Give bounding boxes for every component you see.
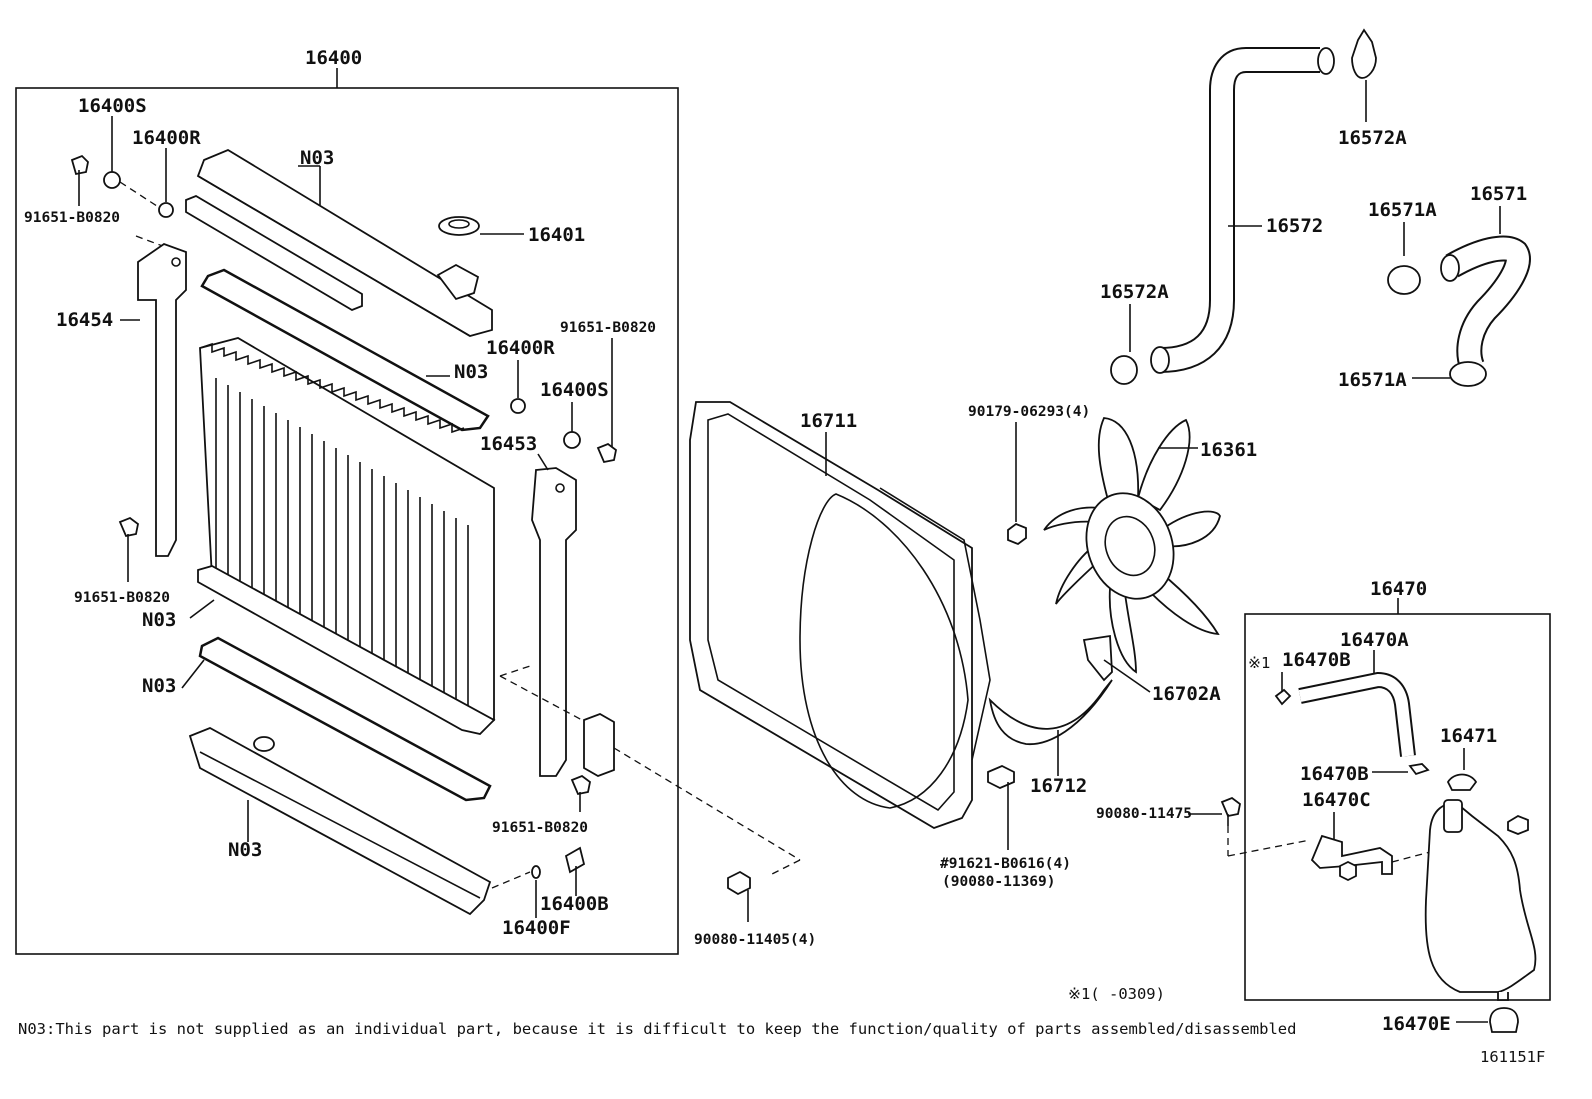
label-16400s-a: 16400S [78, 95, 147, 117]
label-90080-11405: 90080-11405(4) [694, 932, 816, 948]
label-91651-a: 91651-B0820 [24, 210, 120, 226]
cooling-fan-16361 [1043, 417, 1221, 674]
footnote-range: ※1( -0309) [1068, 985, 1165, 1003]
label-n03-gasket-upper: N03 [454, 361, 488, 383]
label-16361: 16361 [1200, 439, 1257, 461]
lower-shroud-16712 [988, 634, 1113, 745]
label-91651-d: 91651-B0820 [492, 820, 588, 836]
label-16571a-top: 16571A [1368, 199, 1437, 221]
label-16712: 16712 [1030, 775, 1087, 797]
label-16572a-bottom: 16572A [1100, 281, 1169, 303]
n03-note: N03:This part is not supplied as an indi… [18, 1020, 1296, 1038]
label-91651-b: 91651-B0820 [74, 590, 170, 606]
figure-id: 161151F [1480, 1048, 1545, 1066]
gasket-upper [200, 268, 490, 432]
cap-16470e [1489, 1007, 1519, 1033]
bolt-91651-b [118, 516, 139, 538]
bushing-16400s-a [103, 171, 121, 189]
radiator-lower-tank [188, 727, 492, 916]
clip-16470b-mid [1408, 763, 1430, 776]
label-16400f: 16400F [502, 917, 571, 939]
bushing-16400s-b [563, 431, 581, 449]
overflow-hose-16470a [1298, 671, 1416, 757]
label-16453: 16453 [480, 433, 537, 455]
bolt-reservoir [1507, 814, 1529, 835]
label-16571: 16571 [1470, 183, 1527, 205]
label-90080-11369: (90080-11369) [942, 874, 1056, 890]
clamp-16571a-top [1387, 265, 1421, 295]
radiator-assembly-frame [15, 87, 679, 955]
cap-16471 [1446, 773, 1478, 791]
bracket-16454 [137, 242, 187, 557]
label-16400r-b: 16400R [486, 337, 555, 359]
clamp-16571a-bottom [1449, 361, 1487, 387]
label-16471: 16471 [1440, 725, 1497, 747]
cushion-16400r-b [510, 398, 526, 414]
label-n03-core: N03 [142, 609, 176, 631]
radiator-hose-16571 [1440, 235, 1531, 371]
label-16400s-b: 16400S [540, 379, 609, 401]
label-16400: 16400 [305, 47, 362, 69]
radiator-core [197, 337, 496, 735]
bolt-91651-d [570, 774, 591, 796]
label-90080-11475: 90080-11475 [1096, 806, 1192, 822]
bolt-91621 [987, 765, 1015, 789]
label-16401: 16401 [528, 224, 585, 246]
label-16571a-bottom: 16571A [1338, 369, 1407, 391]
label-16470b-mid: 16470B [1300, 763, 1369, 785]
ref-mark: ※1 [1248, 654, 1270, 672]
fan-shroud-16711 [689, 401, 991, 829]
label-16454: 16454 [56, 309, 113, 331]
nut-90179 [1007, 522, 1027, 546]
label-16470e: 16470E [1382, 1013, 1451, 1035]
label-n03-bottom: N03 [228, 839, 262, 861]
label-16400b: 16400B [540, 893, 609, 915]
label-16470a: 16470A [1340, 629, 1409, 651]
gasket-lower [198, 636, 492, 802]
label-16572: 16572 [1266, 215, 1323, 237]
label-16470c: 16470C [1302, 789, 1371, 811]
clamp-16572a-top [1351, 28, 1377, 79]
radiator-cap [438, 216, 480, 236]
clip-16470b-top [1274, 688, 1292, 706]
radiator-upper-tank [185, 148, 493, 337]
reservoir-tank [1424, 799, 1537, 1001]
label-90179: 90179-06293(4) [968, 404, 1090, 420]
bracket-16453 [531, 467, 577, 777]
spacer-block [583, 713, 615, 777]
drain-cock-16400b [564, 846, 586, 896]
label-16711: 16711 [800, 410, 857, 432]
label-16572a-top: 16572A [1338, 127, 1407, 149]
label-n03-gasket-lower: N03 [142, 675, 176, 697]
label-91621: #91621-B0616(4) [940, 856, 1071, 872]
bolt-91651-c [596, 442, 617, 464]
label-91651-c: 91651-B0820 [560, 320, 656, 336]
bolt-91651-a [70, 154, 89, 176]
cushion-16400r-a [158, 202, 174, 218]
clamp-16572a-bottom [1110, 355, 1138, 385]
bolt-90080-11405 [727, 870, 751, 896]
label-16470: 16470 [1370, 578, 1427, 600]
label-16470b-top: 16470B [1282, 649, 1351, 671]
label-16400r-a: 16400R [132, 127, 201, 149]
label-n03-top: N03 [300, 147, 334, 169]
bolt-90080-11475 [1220, 796, 1241, 818]
o-ring-16400f [531, 865, 541, 879]
radiator-hose-16572 [1150, 47, 1335, 374]
nut-16470c [1339, 860, 1357, 882]
label-16702a: 16702A [1152, 683, 1221, 705]
